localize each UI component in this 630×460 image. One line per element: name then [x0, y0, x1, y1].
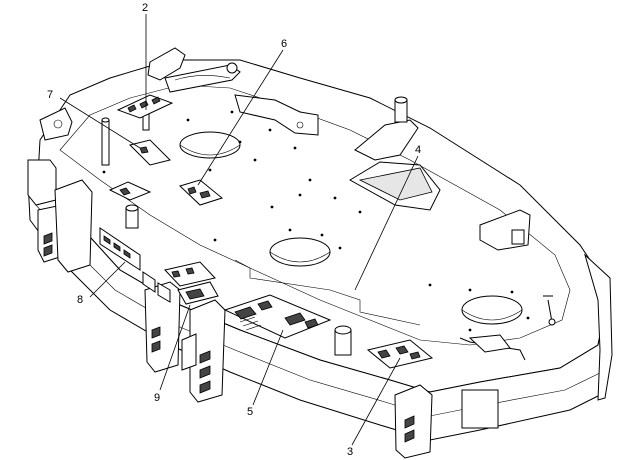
decal-8 — [99, 227, 171, 303]
callout-4: 4 — [415, 144, 421, 156]
callout-2: 2 — [142, 2, 148, 14]
decal-2 — [116, 94, 174, 119]
leader-lines — [59, 14, 419, 446]
decal-9 — [164, 261, 219, 305]
decal-5 — [223, 294, 332, 339]
callout-9: 9 — [154, 392, 160, 404]
spindle-holes — [179, 131, 523, 325]
callout-8: 8 — [77, 294, 83, 306]
decal-6 — [179, 179, 224, 206]
decal-left-front — [108, 181, 152, 201]
decal-3 — [366, 339, 434, 369]
posts — [101, 105, 352, 371]
callout-labels: 2 6 7 4 8 9 5 3 — [47, 2, 421, 458]
decal-7 — [129, 139, 171, 166]
deck-brackets — [39, 47, 556, 361]
front-rollers — [27, 159, 433, 459]
bolt-holes — [102, 110, 530, 332]
callout-7: 7 — [47, 89, 53, 101]
callout-5: 5 — [247, 406, 253, 418]
decals — [99, 94, 434, 369]
callout-6: 6 — [281, 38, 287, 50]
callout-3: 3 — [347, 446, 353, 458]
